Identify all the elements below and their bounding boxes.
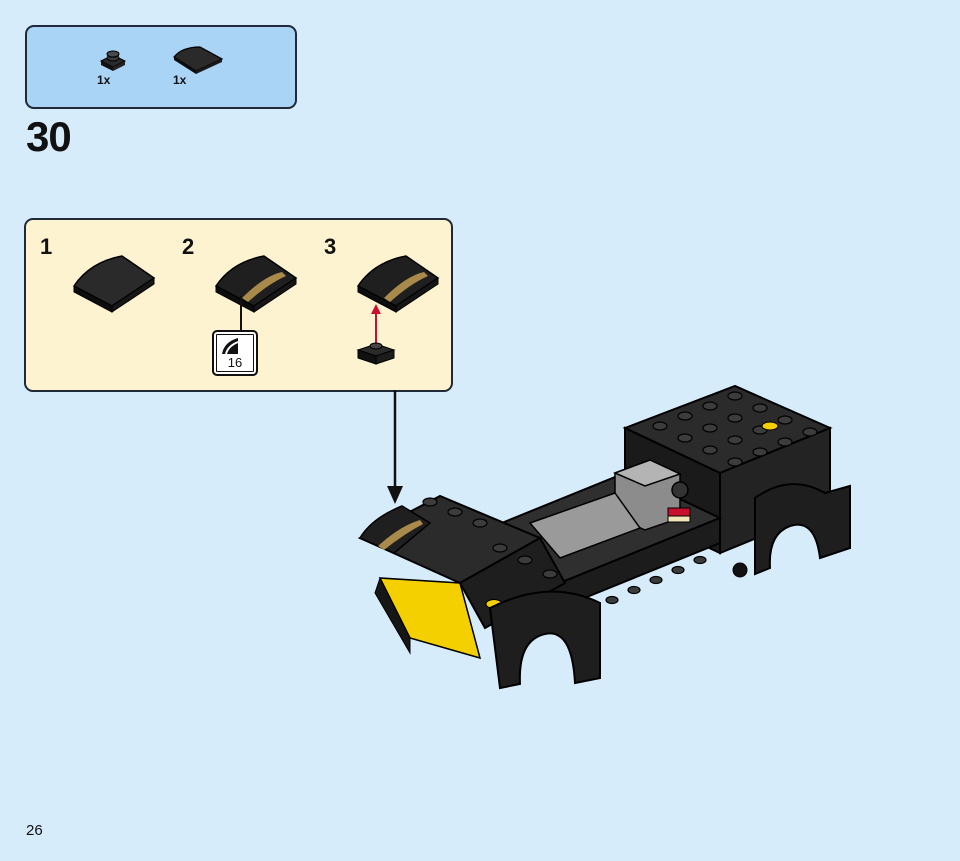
page-number: 26 [26,822,43,839]
parts-list-box: 1x 1x [25,25,297,109]
red-arrow-icon [371,304,381,344]
part-qty-2: 1x [173,73,187,87]
part-qty-1: 1x [97,73,111,87]
placement-arrow-icon [387,390,403,504]
sub-step-number-1: 1 [40,234,53,259]
sticker-callout: 16 [212,330,258,376]
curved-slope-icon [173,46,224,74]
sub-step-number-2: 2 [182,234,195,259]
sticker-number: 16 [227,355,243,370]
plate-1x1-round-icon [99,50,127,71]
step-number: 30 [26,113,72,160]
sub-step-number-3: 3 [324,234,337,259]
stickered-slope-icon-2 [356,255,440,313]
curved-slope-brick-icon [72,255,156,313]
round-plate-icon [356,342,396,365]
car-model-illustration [357,384,851,690]
stickered-slope-icon [214,255,298,313]
sticker-leader-line [240,296,242,336]
sticker-icon [222,338,239,355]
